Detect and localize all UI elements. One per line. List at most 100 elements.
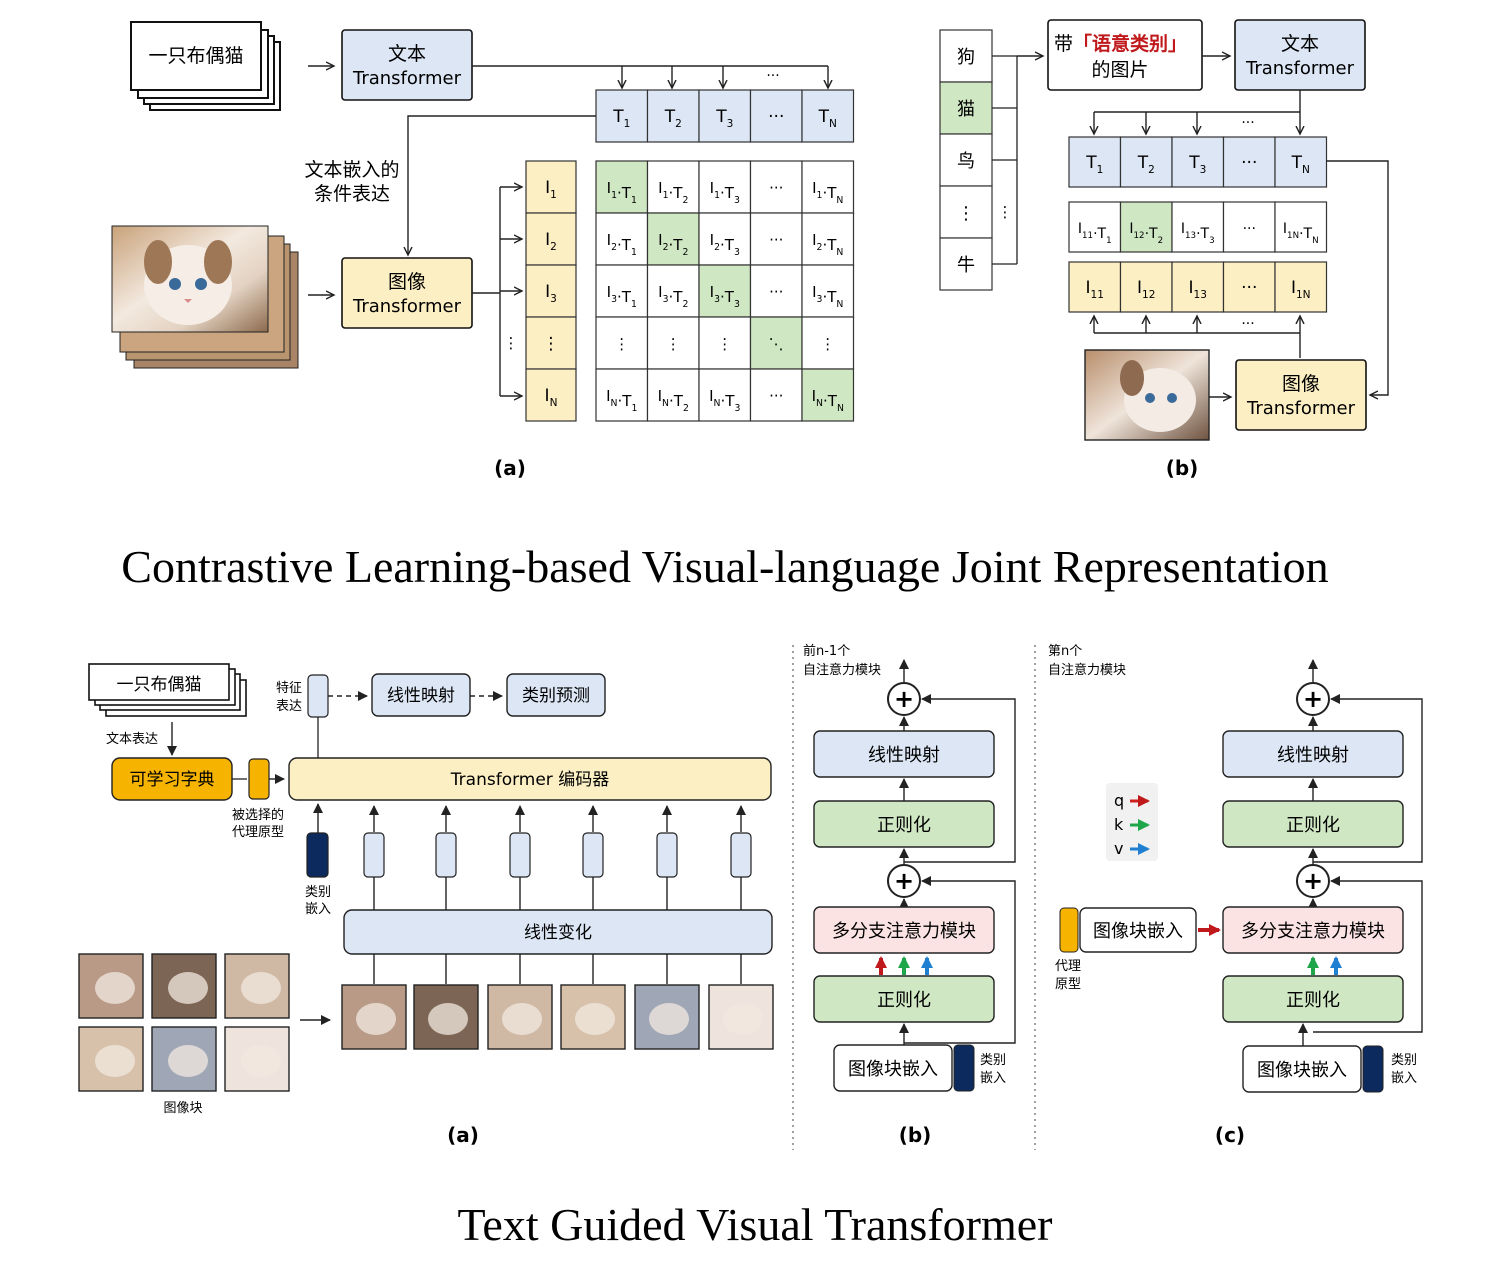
panel-label-top-a: (a) <box>494 456 526 480</box>
svg-text:特征: 特征 <box>276 681 302 696</box>
matrix-cell <box>646 264 700 318</box>
matrix-cell-label: ··· <box>769 387 783 405</box>
svg-text:类别: 类别 <box>1391 1053 1417 1068</box>
patch-token <box>730 832 752 878</box>
svg-text:表达: 表达 <box>276 699 302 714</box>
matrix-cell <box>801 212 855 266</box>
svg-text:+: + <box>894 685 914 713</box>
matrix-cell-label: ··· <box>769 231 783 249</box>
matrix-cell <box>646 368 700 422</box>
product-cell-b <box>1068 201 1122 253</box>
svg-text:的图片: 的图片 <box>1091 59 1148 81</box>
matrix-cell-label: I2·TN <box>812 231 843 258</box>
i-label-b: I1N <box>1291 278 1311 301</box>
product-cell-b <box>1119 201 1173 253</box>
svg-text:Transformer: Transformer <box>1246 398 1356 419</box>
svg-text:图像块嵌入: 图像块嵌入 <box>848 1059 938 1080</box>
matrix-cell-label: ⋮ <box>666 335 681 353</box>
patches-label: 图像块 <box>163 1101 202 1116</box>
t-header-cell-b <box>1274 136 1328 188</box>
svg-text:图像块嵌入: 图像块嵌入 <box>1257 1060 1347 1081</box>
class-prediction-box: 类别预测 <box>506 673 606 717</box>
matrix-cell <box>801 160 855 214</box>
i-row-label: I2 <box>545 230 557 253</box>
patch-token <box>435 832 457 878</box>
matrix-cell-label: I1·T3 <box>710 179 740 206</box>
matrix-cell-label: IN·T1 <box>606 387 637 414</box>
class-label-cell <box>939 185 993 239</box>
svg-text:···: ··· <box>766 68 779 84</box>
matrix-cell-label: IN·T3 <box>709 387 740 414</box>
i-row-label: I1 <box>545 178 557 201</box>
svg-text:类别预测: 类别预测 <box>522 686 590 706</box>
t-header-label-b: T2 <box>1137 153 1155 176</box>
svg-text:线性映射: 线性映射 <box>1277 745 1349 766</box>
svg-text:Transformer: Transformer <box>352 68 462 89</box>
patch-token-row <box>363 805 752 984</box>
matrix-cell-diagonal <box>595 160 649 214</box>
t-header-label: T1 <box>612 107 630 130</box>
svg-text:带「语意类别」: 带「语意类别」 <box>1054 32 1187 55</box>
matrix-cell-label: I3·TN <box>812 283 843 310</box>
svg-text:多分支注意力模块: 多分支注意力模块 <box>832 921 976 942</box>
condition-note-line1: 文本嵌入的 <box>304 159 399 181</box>
matrix-cell-label: ⋮ <box>614 335 629 353</box>
patch-token <box>363 832 385 878</box>
svg-text:前n-1个: 前n-1个 <box>803 643 850 659</box>
prompt-box: 带「语意类别」 的图片 <box>1047 19 1203 91</box>
image-transformer-box-b: 图像 Transformer <box>1235 359 1367 431</box>
svg-text:q: q <box>1114 791 1124 810</box>
text-expr-label: 文本表达 <box>106 732 158 747</box>
i-label-b: I12 <box>1137 278 1155 301</box>
t-header-label: T2 <box>664 107 682 130</box>
matrix-cell <box>646 160 700 214</box>
class-label-cell <box>939 133 993 187</box>
product-cell-b <box>1222 201 1276 253</box>
svg-text:文本: 文本 <box>1281 33 1319 55</box>
matrix-cell-label: I2·T1 <box>607 231 637 258</box>
i-label-b: I13 <box>1189 278 1207 301</box>
svg-text:第n个: 第n个 <box>1048 644 1082 659</box>
class-label-text: 狗 <box>957 47 975 68</box>
svg-text:+: + <box>1303 867 1323 895</box>
text-card-stack-bottom: 一只布偶猫 <box>88 663 247 717</box>
norm-box-b2: 正则化 <box>813 975 995 1023</box>
i-row-label: ⋮ <box>543 334 560 354</box>
class-embed-token-c <box>1362 1045 1384 1093</box>
i-cell-b <box>1068 261 1122 313</box>
qkv-legend: q k v <box>1106 783 1158 861</box>
t-header-cell-b <box>1171 136 1225 188</box>
svg-text:k: k <box>1114 815 1124 834</box>
svg-text:+: + <box>894 867 914 895</box>
class-label-list: 狗猫鸟⋮牛 <box>939 29 993 291</box>
similarity-matrix: I1·T1I1·T2I1·T3···I1·TNI2·T1I2·T2I2·T3··… <box>595 160 855 422</box>
t-header-cell <box>801 89 855 143</box>
class-label-text: ⋮ <box>957 203 975 224</box>
svg-text:⋮: ⋮ <box>504 334 519 352</box>
add-icon <box>887 864 921 898</box>
matrix-cell-label: I2·T2 <box>658 231 688 258</box>
i-label-b: ··· <box>1241 278 1257 298</box>
matrix-cell <box>749 212 803 266</box>
matrix-cell-label: ··· <box>769 179 783 197</box>
matrix-cell <box>698 368 752 422</box>
svg-text:Transformer: Transformer <box>352 296 462 317</box>
product-label-b: ··· <box>1243 221 1256 237</box>
svg-text:图像: 图像 <box>1282 373 1320 395</box>
patch-token <box>582 832 604 878</box>
matrix-cell-label: IN·T2 <box>658 387 689 414</box>
norm-box-b1: 正则化 <box>813 800 995 848</box>
bottom-panel-c: 第n个 自注意力模块 q k v + 线性映射 正则化 + <box>1048 644 1423 1147</box>
svg-text:正则化: 正则化 <box>877 990 931 1011</box>
mhsa-box-c: 多分支注意力模块 <box>1222 906 1404 954</box>
bottom-panel-a: 一只布偶猫 文本表达 可学习字典 被选择的 代理原型 Transformer 编… <box>78 663 774 1147</box>
svg-text:正则化: 正则化 <box>1286 815 1340 836</box>
class-embed-token-b <box>953 1044 975 1092</box>
norm-box-c2: 正则化 <box>1222 975 1404 1023</box>
svg-text:v: v <box>1114 839 1123 858</box>
